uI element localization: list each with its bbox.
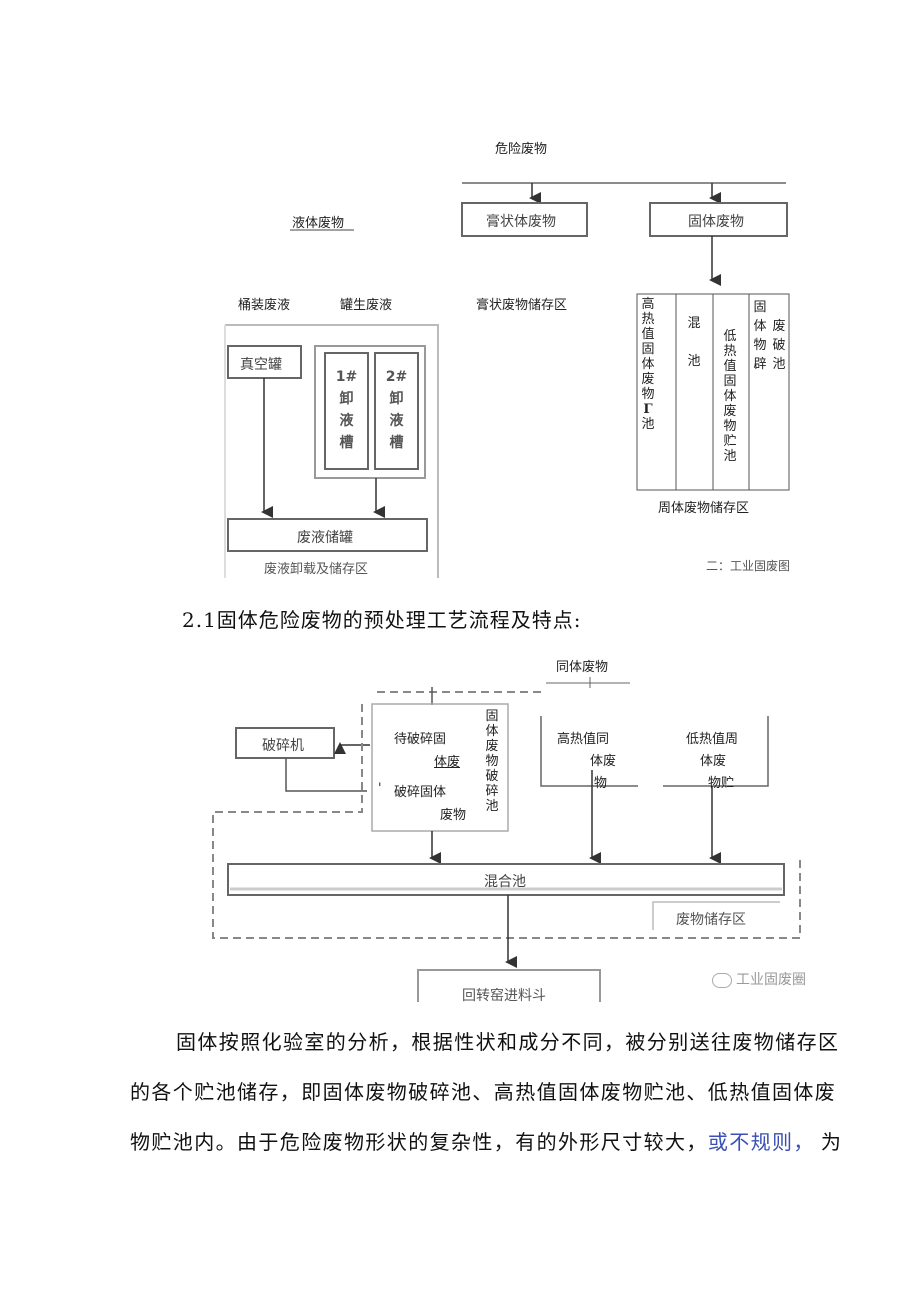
unload-tank-1: 1# 卸 液 槽: [330, 366, 363, 454]
crushed-label-b: 废物: [440, 808, 467, 823]
fig1-top-label: 危险废物: [495, 142, 548, 157]
high-cal-label-b: 体废: [590, 754, 617, 769]
crush-pool-column-a: 固 体 物 辟: [753, 300, 767, 372]
low-cal-pool-column: 低 热 值 固 体 废 物 贮 池: [723, 329, 737, 464]
unload-tank-2: 2# 卸 液 槽: [380, 366, 413, 454]
crushed-label-a: 破碎固体: [394, 785, 447, 800]
paste-waste-box: 膏状体废物: [486, 214, 556, 230]
waste-liquid-tank-rect: [227, 518, 428, 552]
paragraph-line-1: 固体按照化验室的分析，根据性状和成分不同，被分别送往废物储存区: [176, 1030, 840, 1054]
low-cal-label-a: 低热值周: [686, 732, 739, 747]
paste-storage-label: 膏状废物储存区: [476, 298, 568, 313]
solid-waste-box: 固体废物: [688, 214, 744, 230]
section-heading: 2.1固体危险废物的预处理工艺流程及特点:: [182, 608, 582, 632]
tank2-number: 2#: [385, 369, 408, 385]
highlighted-text: 或不规则，: [707, 1130, 815, 1154]
fig2-top-label: 同体废物: [556, 660, 609, 675]
to-crush-label-a: 待破碎固: [394, 732, 447, 747]
barrel-liquid-label: 桶装废液: [238, 298, 291, 313]
liquid-waste-label: 液体废物: [292, 216, 345, 231]
low-cal-label-b: 体废: [700, 754, 727, 769]
crushed-label-marker: ': [378, 781, 382, 796]
crush-pool-vertical-label: 固 体 废 物 破 碎 池: [485, 709, 499, 814]
solid-box-rect: [649, 202, 788, 237]
liquid-area-label: 废液卸载及储存区: [264, 562, 369, 577]
mix-pool-box: 混合池: [484, 874, 526, 890]
solid-area-label: 周体废物储存区: [658, 501, 750, 516]
tank1-number: 1#: [335, 369, 358, 385]
wechat-icon: [712, 972, 732, 988]
fig1-watermark: 二：工业固废图: [706, 559, 791, 573]
paragraph-line-2: 的各个贮池储存，即固体废物破碎池、高热值固体废物贮池、低热值固体废: [130, 1080, 837, 1104]
low-cal-label-c: 物贮: [708, 776, 735, 791]
paragraph-line-3: 物贮池内。由于危险废物形状的复杂性，有的外形尺寸较大，或不规则，为: [130, 1130, 843, 1154]
storage-area-label: 废物储存区: [676, 912, 746, 928]
high-cal-label-a: 高热值同: [557, 732, 610, 747]
fig2-watermark: 工业固废圈: [712, 969, 806, 989]
vacuum-tank: 真空罐: [240, 357, 282, 373]
mix-pool-column: 混 池: [687, 316, 701, 369]
tank-liquid-label: 罐生废液: [340, 298, 393, 313]
paste-box-rect: [461, 202, 588, 237]
high-cal-pool-column: 高 热 值 固 体 废 物 Γ 池: [641, 297, 655, 432]
crusher-box: 破碎机: [262, 738, 304, 754]
crush-pool-column-b: 废 破 池: [772, 319, 786, 372]
figure1-lines: [224, 182, 790, 578]
to-crush-label-b: 体废: [434, 755, 461, 770]
hopper-box: 回转窑进料斗: [462, 988, 546, 1004]
high-cal-label-c: 物: [594, 776, 608, 791]
waste-liquid-tank: 废液储罐: [297, 530, 353, 546]
